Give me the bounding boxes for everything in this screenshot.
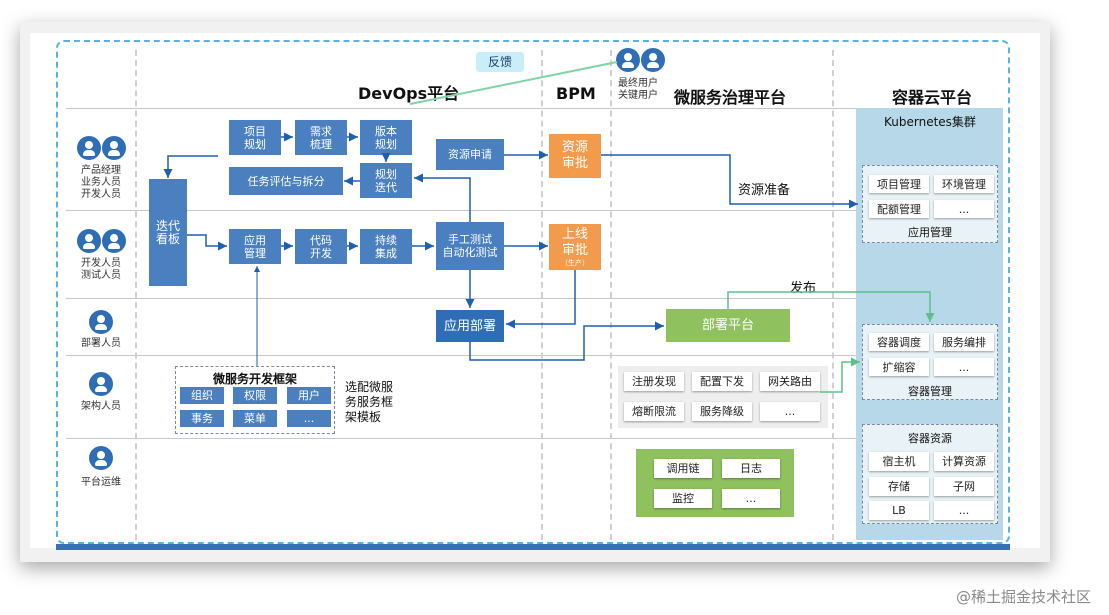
governance-item: 配置下发 xyxy=(692,372,752,391)
end-user-icon xyxy=(641,48,665,72)
flow-arrow xyxy=(163,155,218,178)
iteration-plan-box: 规划迭代 xyxy=(360,163,412,198)
person-icon xyxy=(89,446,113,470)
framework-item: 用户 xyxy=(287,387,331,404)
flow-arrow xyxy=(469,321,664,361)
container-resource-item: 计算资源 xyxy=(934,452,994,471)
container-mgmt-item: 服务编排 xyxy=(934,333,994,351)
feedback-bubble: 反馈 xyxy=(476,52,524,72)
person-icon xyxy=(89,372,113,396)
app-mgmt-item: ... xyxy=(934,200,994,218)
column-divider xyxy=(832,50,834,540)
container-resource-item: 子网 xyxy=(934,477,994,496)
outer-border xyxy=(56,40,1010,544)
resource-apply-box: 资源申请 xyxy=(436,139,504,170)
role-label-ops: 平台运维 xyxy=(81,477,121,488)
observability-item: 监控 xyxy=(654,489,712,508)
resource-prepare-label: 资源准备 xyxy=(738,183,791,198)
app-mgmt-item: 项目管理 xyxy=(869,175,929,193)
watermark: @稀土掘金技术社区 xyxy=(955,588,1091,606)
framework-item: 权限 xyxy=(233,387,277,404)
code-dev-box: 代码开发 xyxy=(295,229,347,264)
container-resource-item: 存储 xyxy=(869,477,929,496)
row-divider xyxy=(66,438,856,439)
column-divider xyxy=(541,50,543,540)
flow-arrow xyxy=(601,154,858,209)
person-icon xyxy=(77,136,101,160)
governance-item: 服务降级 xyxy=(692,402,752,421)
row-divider xyxy=(66,210,856,211)
container-mgmt-title: 容器管理 xyxy=(908,385,952,398)
container-resource-item: LB xyxy=(869,501,929,520)
person-icon xyxy=(89,310,113,334)
governance-item: 熔断限流 xyxy=(624,402,684,421)
person-icon xyxy=(102,136,126,160)
resource-approve-box: 资源 审批 xyxy=(549,134,601,178)
column-divider xyxy=(135,50,137,540)
app-management-box: 应用管理 xyxy=(229,229,281,264)
end-user-icon xyxy=(616,48,640,72)
app-mgmt-item: 配额管理 xyxy=(869,200,929,218)
container-mgmt-item: ... xyxy=(934,358,994,376)
requirement-sort-box: 需求梳理 xyxy=(295,120,347,155)
testing-box: 手工测试 自动化测试 xyxy=(436,222,504,270)
person-icon xyxy=(102,229,126,253)
person-icon xyxy=(77,229,101,253)
role-label-product: 产品经理业务人员开发人员 xyxy=(81,165,121,200)
row-divider xyxy=(66,298,856,299)
bpm-title: BPM xyxy=(556,84,596,103)
flow-arrow xyxy=(187,234,227,251)
microservice-title: 微服务治理平台 xyxy=(674,88,787,107)
feedback-arrow xyxy=(409,61,618,105)
publish-arrow xyxy=(727,291,935,322)
bottom-bar xyxy=(56,544,1010,550)
observability-item: ... xyxy=(722,489,780,508)
framework-item: ... xyxy=(287,410,331,427)
container-resource-item: ... xyxy=(934,501,994,520)
row-divider xyxy=(66,108,856,109)
container-mgmt-item: 容器调度 xyxy=(869,333,929,351)
observability-item: 调用链 xyxy=(654,459,712,478)
governance-arrow xyxy=(820,357,860,393)
end-user-label: 最终用户关键用户 xyxy=(618,78,658,101)
deploy-platform-box: 部署平台 xyxy=(666,309,790,342)
project-plan-box: 项目规划 xyxy=(229,120,281,155)
continuous-integration-box: 持续集成 xyxy=(360,229,412,264)
iteration-board-box: 迭代看板 xyxy=(149,179,187,286)
governance-item: 网关路由 xyxy=(760,372,820,391)
column-divider xyxy=(610,50,612,540)
framework-item: 菜单 xyxy=(233,410,277,427)
framework-panel xyxy=(175,366,335,434)
observability-item: 日志 xyxy=(722,459,780,478)
role-label-deploy: 部署人员 xyxy=(81,338,121,349)
container-title: 容器云平台 xyxy=(892,88,973,107)
release-approve-box: 上线 审批 （生产） xyxy=(549,224,601,270)
framework-item: 事务 xyxy=(180,410,224,427)
version-plan-box: 版本规划 xyxy=(360,120,412,155)
framework-note: 选配微服 务服务框 架模板 xyxy=(345,380,394,424)
framework-title: 微服务开发框架 xyxy=(213,372,298,386)
governance-item: ... xyxy=(760,402,820,421)
flow-arrow xyxy=(506,270,576,329)
row-divider xyxy=(66,355,856,356)
container-resource-item: 宿主机 xyxy=(869,452,929,471)
container-resource-title: 容器资源 xyxy=(908,432,952,445)
role-label-dev-test: 开发人员测试人员 xyxy=(81,258,121,281)
role-label-architect: 架构人员 xyxy=(81,401,121,412)
app-mgmt-title: 应用管理 xyxy=(908,226,952,239)
container-mgmt-item: 扩缩容 xyxy=(869,358,929,376)
task-eval-box: 任务评估与拆分 xyxy=(229,167,343,195)
app-deploy-box: 应用部署 xyxy=(436,310,504,342)
framework-item: 组织 xyxy=(180,387,224,404)
kubernetes-title: Kubernetes集群 xyxy=(884,115,976,129)
governance-item: 注册发现 xyxy=(624,372,684,391)
app-mgmt-item: 环境管理 xyxy=(934,175,994,193)
flow-arrow xyxy=(414,173,471,222)
